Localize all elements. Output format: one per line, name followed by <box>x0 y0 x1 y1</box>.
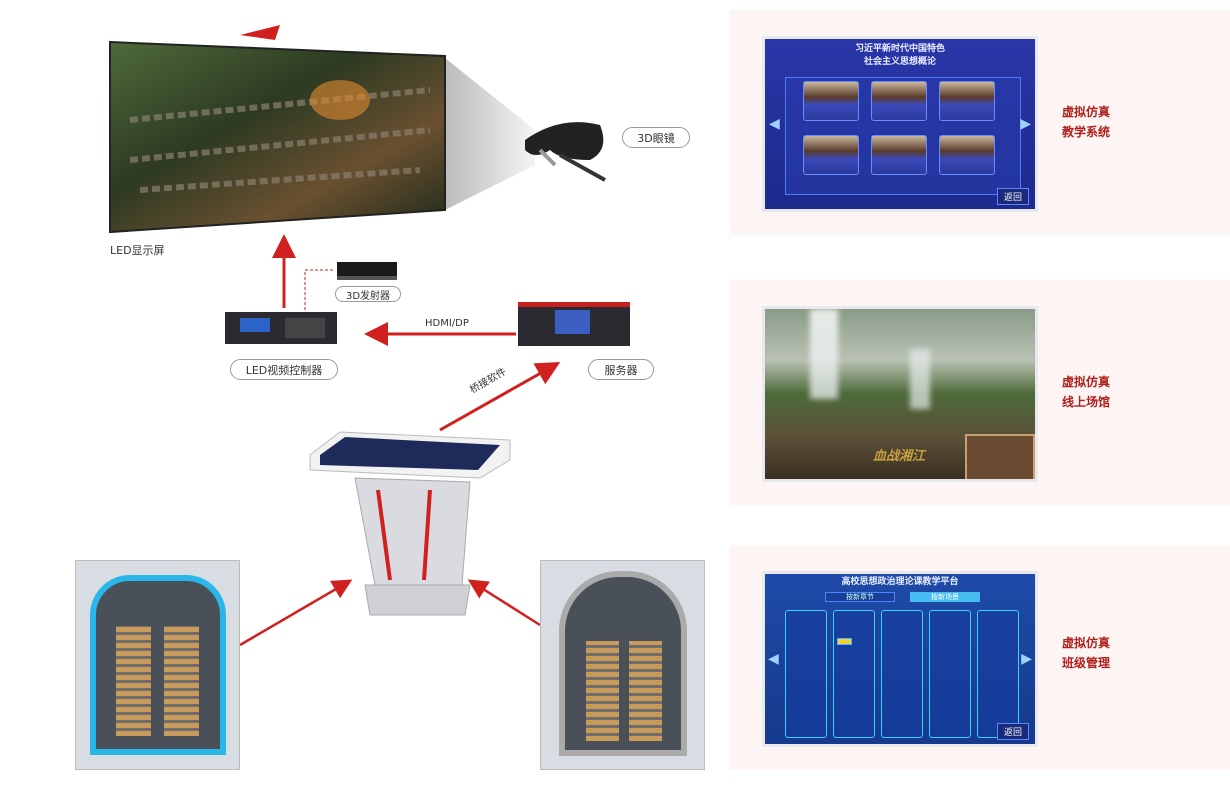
touch-table-kiosk <box>309 431 511 616</box>
class-management-screenshot: 高校思想政治理论课教学平台 按新章节 按新场景 ◀ ▶ 返回 <box>762 571 1038 747</box>
panel-label-line2: 班级管理 <box>1062 656 1111 670</box>
led-screen <box>109 40 446 234</box>
tab-chapters[interactable]: 按新章节 <box>825 592 895 602</box>
emitter-label: 3D发射器 <box>335 286 401 302</box>
hdmi-label: HDMI/DP <box>425 318 469 329</box>
glasses-label: 3D眼镜 <box>622 127 690 148</box>
panel-label-line1: 虚拟仿真 <box>1062 636 1111 650</box>
panel-online-venue: 血战湘江 虚拟仿真线上场馆 <box>730 280 1230 505</box>
server-label: 服务器 <box>588 359 654 380</box>
arrow-right-theater <box>467 579 541 627</box>
back-button[interactable]: 返回 <box>996 188 1029 205</box>
server-device <box>518 302 630 346</box>
tab-scenes[interactable]: 按新场景 <box>910 592 980 602</box>
prev-arrow-icon[interactable]: ◀ <box>768 651 779 667</box>
teaching-system-screenshot: 习近平新时代中国特色社会主义思想概论 ◀ ▶ 返回 <box>762 36 1038 212</box>
controller-label: LED视频控制器 <box>230 359 338 380</box>
led-controller-device <box>225 312 337 344</box>
panel-label-line2: 线上场馆 <box>1062 395 1111 409</box>
overlay-title: 血战湘江 <box>873 449 926 464</box>
screen-title: 习近平新时代中国特色 <box>854 44 945 54</box>
prev-arrow-icon[interactable]: ◀ <box>769 116 780 132</box>
led-screen-label: LED显示屏 <box>110 244 165 257</box>
panel-teaching-system: 习近平新时代中国特色社会主义思想概论 ◀ ▶ 返回 虚拟仿真教学系统 <box>730 10 1230 235</box>
next-arrow-icon[interactable]: ▶ <box>1020 116 1031 132</box>
panel-class-management: 高校思想政治理论课教学平台 按新章节 按新场景 ◀ ▶ 返回 虚拟仿真班级管理 <box>730 545 1230 770</box>
panel-label-line1: 虚拟仿真 <box>1062 105 1111 119</box>
back-button[interactable]: 返回 <box>996 723 1029 740</box>
3d-emitter-device <box>337 262 397 280</box>
panel-label-line1: 虚拟仿真 <box>1062 375 1111 389</box>
screen-subtitle: 社会主义思想概论 <box>863 57 936 67</box>
left-theater-image <box>75 560 240 770</box>
dashed-link <box>304 269 335 310</box>
panel-label-line2: 教学系统 <box>1062 125 1111 139</box>
screen-title: 高校思想政治理论课教学平台 <box>841 577 959 587</box>
diagram-graphics <box>109 25 630 647</box>
arrow-left-theater <box>239 579 353 647</box>
projection-cone <box>445 58 535 210</box>
online-venue-screenshot: 血战湘江 <box>762 306 1038 482</box>
arrow-software <box>439 362 561 432</box>
next-arrow-icon[interactable]: ▶ <box>1021 651 1032 667</box>
right-theater-image <box>540 560 705 770</box>
3d-glasses-icon <box>525 122 606 182</box>
